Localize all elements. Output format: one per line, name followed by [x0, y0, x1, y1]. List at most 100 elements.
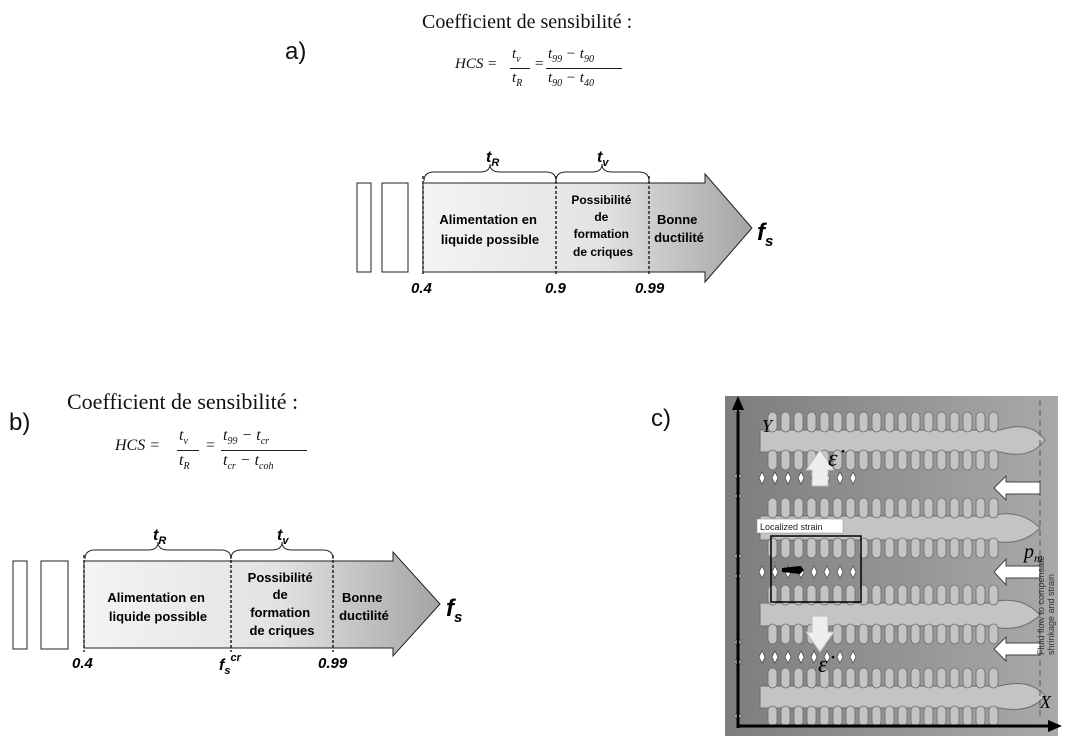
dendrite-arm: [780, 667, 791, 689]
dendrite-arm: [936, 667, 947, 689]
dendrite-arm: [858, 411, 869, 433]
formula-den2: tcr − tcoh: [223, 452, 274, 473]
dendrite-arm: [806, 497, 817, 519]
dendrite-arm: [897, 623, 908, 645]
dendrite-arm: [793, 667, 804, 689]
dendrite-arm: [962, 537, 973, 559]
brace-tv-label: tv: [277, 527, 289, 547]
dendrite-arm: [858, 449, 869, 471]
dendrite-arm: [845, 449, 856, 471]
dendrite-arm: [949, 584, 960, 606]
formula-eq: =: [205, 437, 216, 454]
dendrite-arm: [845, 537, 856, 559]
tick-0-4: 0.4: [72, 655, 94, 672]
tick-fs-cr: fscr: [219, 652, 242, 677]
liquid-pocket: [797, 471, 805, 485]
dendrite-arm: [910, 623, 921, 645]
formula-den2: t90 − t40: [548, 70, 594, 89]
dendrite-arm: [962, 411, 973, 433]
dendrite-arm: [884, 411, 895, 433]
formula-den1: tR: [512, 70, 523, 89]
dendrite-arm: [845, 411, 856, 433]
panel-a-formula: HCS = tv tR = t99 − t90 t90 − t40: [455, 46, 645, 96]
dendrite-arm: [897, 705, 908, 727]
formula-lhs: HCS =: [115, 437, 161, 454]
panel-b-label: b): [9, 409, 31, 436]
pressure-label: pm: [1022, 541, 1043, 565]
dendrite-arm: [988, 667, 999, 689]
tick-0-99: 0.99: [635, 280, 665, 297]
solid-bar-2: [381, 182, 409, 273]
panel-a-label: a): [285, 38, 307, 65]
localized-strain-box: [770, 535, 862, 603]
dendrite-arm: [962, 449, 973, 471]
liquid-pocket: [823, 650, 831, 664]
dendrite-arm: [949, 497, 960, 519]
dendrite-arm: [780, 497, 791, 519]
localized-strain-label: Localized strain: [760, 522, 823, 532]
dendrite-arm: [884, 667, 895, 689]
panel-b-formula: HCS = tv tR = t99 − tcr tcr − tcoh: [115, 427, 335, 477]
dendrite-arm: [988, 705, 999, 727]
dendrite-arm: [884, 537, 895, 559]
dendrite-arm: [949, 537, 960, 559]
formula-den1: tR: [179, 452, 190, 473]
dendrite-arm: [871, 537, 882, 559]
dendrite-arm: [793, 449, 804, 471]
zone-liquid-feeding: Alimentation en liquide possible: [107, 590, 208, 624]
dendrite-arm: [884, 623, 895, 645]
liquid-pocket: [849, 471, 857, 485]
panel-b-diagram: tR tv Alimentation en liquide possible P…: [12, 527, 462, 677]
liquid-pocket: [758, 650, 766, 664]
dendrite-arm: [923, 705, 934, 727]
dendrite-arm: [949, 667, 960, 689]
liquid-pocket: [784, 650, 792, 664]
dendrite-arm: [884, 449, 895, 471]
zone-crack-formation: Possibilité de formation de criques: [571, 193, 634, 259]
dendrite-arm: [780, 537, 791, 559]
dendrite-arm: [780, 623, 791, 645]
dendrite-arm: [910, 667, 921, 689]
dendrite-arm: [962, 584, 973, 606]
solid-bar-2: [40, 560, 69, 650]
localized-strain-tag: [756, 518, 844, 534]
dendrite-arm: [793, 705, 804, 727]
dendrite-arm: [949, 411, 960, 433]
crack: [782, 566, 804, 574]
dendrite-arm: [910, 537, 921, 559]
zone-good-ductility: Bonne ductilité: [339, 590, 389, 623]
dendrite-arm: [923, 584, 934, 606]
dendrite-arm: [832, 449, 843, 471]
strain-arrow-down: [805, 615, 835, 653]
dendrite-arm: [858, 667, 869, 689]
strain-arrow-up: [805, 449, 835, 487]
dendrite-arm: [975, 705, 986, 727]
dendrite-arm: [975, 623, 986, 645]
dendrite-arm: [819, 497, 830, 519]
liquid-pocket: [797, 650, 805, 664]
liquid-pocket: [784, 471, 792, 485]
brace-tv: [555, 163, 650, 182]
dendrite-arm: [910, 449, 921, 471]
dendrite-arm: [949, 705, 960, 727]
formula-eq: =: [534, 56, 545, 72]
solid-bar-1: [356, 182, 372, 273]
fs-arrow: [422, 172, 753, 284]
dendrite-arm: [871, 584, 882, 606]
dendrite-arm: [884, 584, 895, 606]
dendrite-arm: [845, 705, 856, 727]
dendrite-arm: [767, 705, 778, 727]
dendrite-arm: [871, 411, 882, 433]
dendrite-arm: [975, 411, 986, 433]
dendrite-arm: [832, 411, 843, 433]
brace-tR-label: tR: [153, 527, 166, 547]
formula-frac-line: [177, 450, 199, 451]
dendrite-arm: [923, 411, 934, 433]
dendrite-arm: [923, 623, 934, 645]
dendrite-arm: [988, 584, 999, 606]
dendrite-arm: [858, 705, 869, 727]
liquid-pocket: [836, 650, 844, 664]
liquid-pocket: [771, 471, 779, 485]
liquid-pocket: [810, 650, 818, 664]
dendrite-arm: [949, 623, 960, 645]
